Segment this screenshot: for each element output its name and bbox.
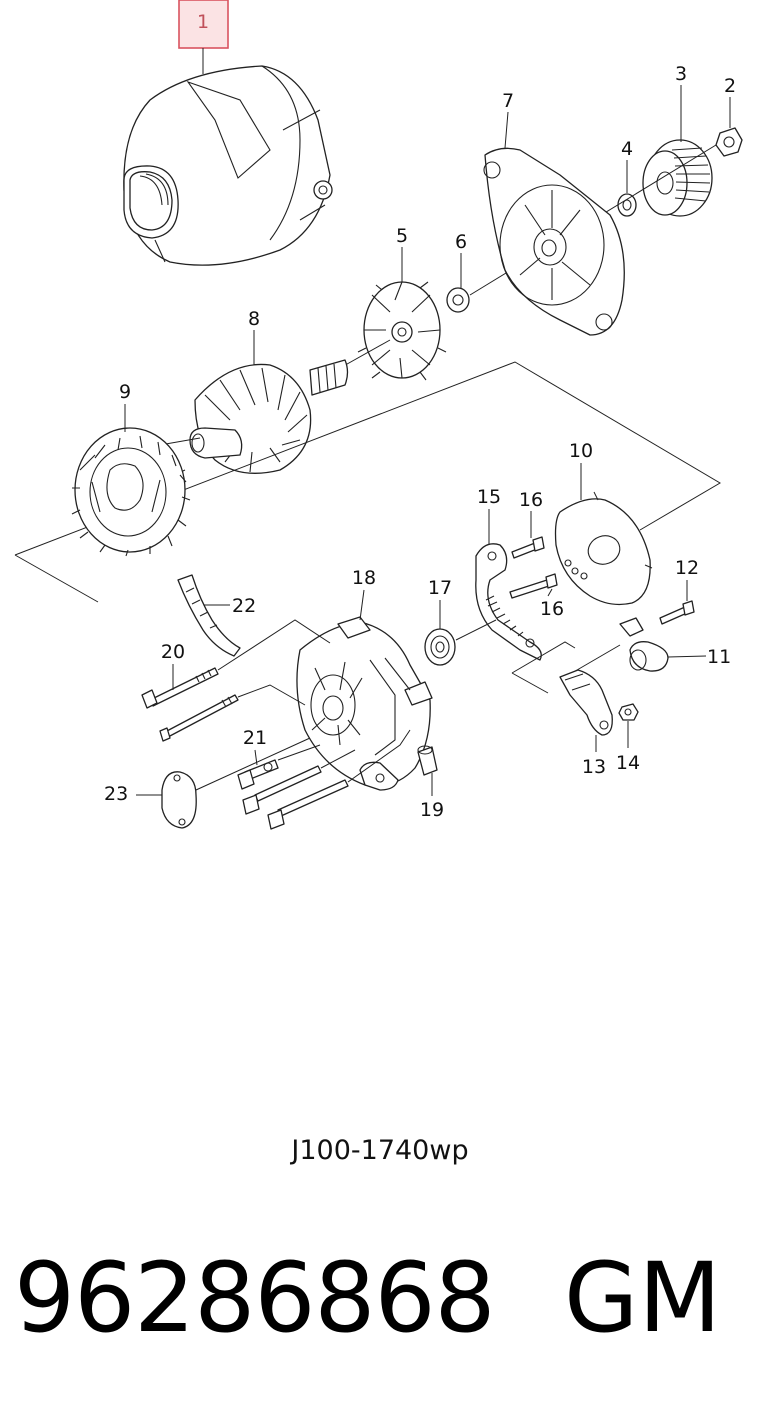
shaft-bushing: 6 — [446, 231, 470, 313]
slip-ring-end-frame: 18 — [296, 567, 433, 791]
callout-label: 1 — [197, 11, 209, 33]
callout-label: 17 — [428, 577, 452, 599]
pulley-nut: 2 — [715, 75, 743, 157]
callout-1-highlight[interactable]: 1 — [178, 0, 229, 74]
callout-label: 20 — [161, 641, 185, 663]
cooling-fan: 5 — [357, 225, 447, 381]
stator-group-outline — [14, 361, 721, 603]
rotor: 8 — [189, 308, 391, 474]
insulation-plate: 10 — [554, 440, 653, 606]
terminal-sleeve: 19 — [417, 745, 444, 821]
callout-label: 9 — [119, 381, 131, 403]
callout-label: 11 — [707, 646, 731, 668]
callout-label: 5 — [396, 225, 408, 247]
callout-label: 8 — [248, 308, 260, 330]
rectifier: 15 — [475, 486, 542, 661]
callout-label: 13 — [582, 756, 606, 778]
callout-label: 10 — [569, 440, 593, 462]
callout-label: 22 — [232, 595, 256, 617]
callout-label: 19 — [420, 799, 444, 821]
regulator-nut: 14 — [616, 703, 640, 774]
callout-label: 15 — [477, 486, 501, 508]
pulley-spacer: 4 — [617, 138, 637, 217]
callout-label: 14 — [616, 752, 640, 774]
callout-label: 2 — [724, 75, 736, 97]
part-number: 96286868 — [14, 1242, 496, 1354]
drive-pulley: 3 — [642, 63, 713, 217]
brush-holder: 11 — [619, 617, 731, 672]
terminal-hardware: 21 — [237, 727, 411, 830]
rear-bearing: 17 — [424, 577, 456, 666]
callout-label: 12 — [675, 557, 699, 579]
callout-label: 21 — [243, 727, 267, 749]
callout-label: 4 — [621, 138, 633, 160]
alternator-assembly — [123, 65, 333, 266]
voltage-regulator: 13 — [559, 669, 613, 778]
through-bolts: 20 — [141, 619, 331, 742]
rectifier-screws: 16 16 — [509, 489, 564, 620]
drawing-code: J100-1740wp — [291, 1135, 469, 1166]
brand-name: GM — [564, 1242, 722, 1354]
callout-label: 16 — [519, 489, 543, 511]
stator: 9 — [71, 381, 191, 557]
callout-label: 16 — [540, 598, 564, 620]
callout-label: 6 — [455, 231, 467, 253]
callout-label: 3 — [675, 63, 687, 85]
callout-label: 23 — [104, 783, 128, 805]
cover-gasket: 23 — [104, 737, 311, 829]
drive-end-frame: 7 — [483, 90, 625, 336]
callout-label: 7 — [502, 90, 514, 112]
cover-bracket: 22 — [177, 574, 256, 657]
callout-label: 18 — [352, 567, 376, 589]
regulator-screw: 12 — [659, 557, 699, 625]
